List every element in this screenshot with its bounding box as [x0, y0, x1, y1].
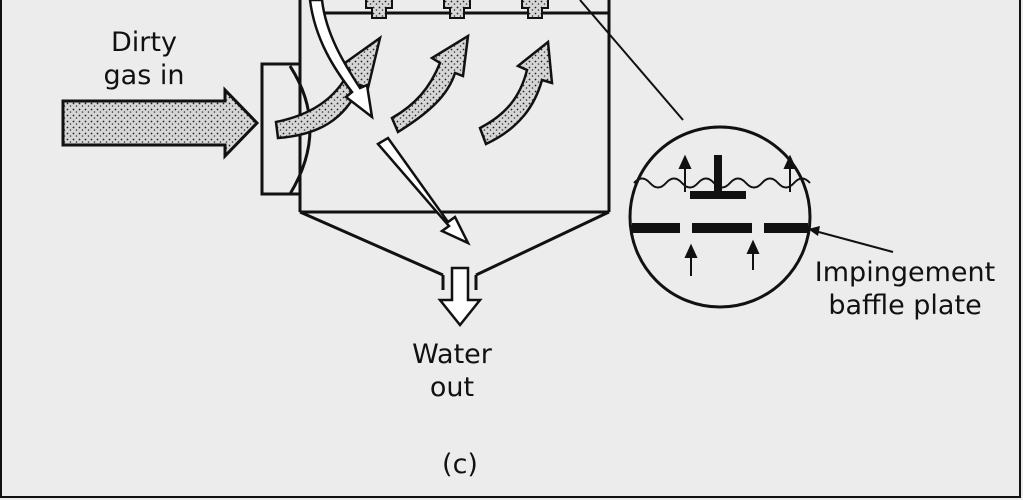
- detail-leader-line: [579, 0, 684, 121]
- impingement-target: [714, 155, 722, 193]
- water-outlet-arrow: [437, 266, 483, 328]
- bubble-arrows: [678, 154, 797, 276]
- gas-inlet-arrow: [61, 86, 260, 160]
- spray-nozzles: [365, 0, 549, 19]
- water-out-label-line2: out: [429, 372, 475, 403]
- baffle-label-line2: baffle plate: [828, 290, 982, 321]
- gas-flow-arrows: [274, 33, 554, 146]
- water-flow-arrows: [308, 0, 471, 246]
- figure-caption: (c): [442, 449, 478, 480]
- water-out-label-line1: Water: [412, 339, 492, 370]
- water-out-label: Water out: [392, 338, 512, 404]
- baffle-label-line1: Impingement: [814, 257, 996, 288]
- hopper-cone: [299, 210, 610, 290]
- baffle-plate-segment: [692, 223, 752, 233]
- baffle-pointer-arrowhead: [808, 226, 820, 236]
- baffle-detail-view: [628, 125, 812, 309]
- gas-in-label: Dirty gas in: [84, 26, 204, 92]
- inlet-nozzle: [260, 62, 300, 196]
- gas-in-label-line2: gas in: [103, 60, 185, 91]
- baffle-plate-segment: [764, 223, 808, 233]
- baffle-leader-line: [814, 230, 894, 253]
- baffle-plate-segment: [632, 223, 680, 233]
- baffle-label: Impingement baffle plate: [800, 256, 1010, 322]
- gas-in-label-line1: Dirty: [111, 27, 177, 58]
